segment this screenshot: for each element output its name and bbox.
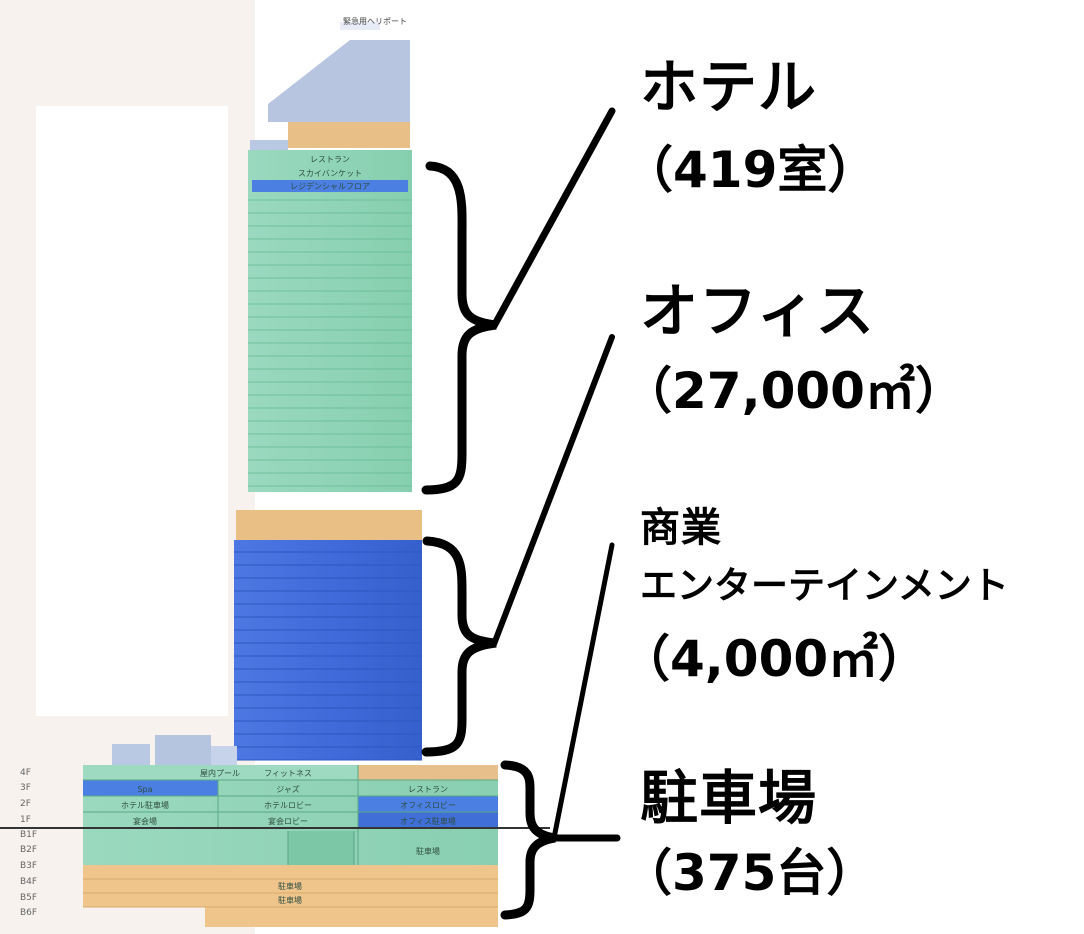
- parking-bracket-group: [500, 542, 621, 920]
- left-upper-white-panel: [36, 106, 228, 716]
- commercial-title-line2: エンターテインメント: [640, 564, 1009, 607]
- hotel-value: （419室）: [623, 141, 878, 199]
- floor-label: 1F: [20, 815, 31, 825]
- commercial-value: （4,000㎡）: [620, 630, 929, 688]
- podium-banquet-label: 宴会場: [133, 816, 157, 826]
- office-title: オフィス: [640, 277, 875, 345]
- hotel-residential-floor-label: レジデンシャルフロア: [290, 181, 370, 191]
- parking-level-label-1: 駐車場: [278, 881, 302, 891]
- podium-jazz-label: ジャズ: [276, 784, 300, 794]
- office-value: （27,000㎡）: [622, 362, 965, 420]
- podium-banquet-lobby-label: 宴会ロビー: [268, 816, 308, 826]
- parking-level-label-2: 駐車場: [278, 895, 302, 905]
- floor-label: B6F: [20, 908, 37, 918]
- hotel-tower: レストラン スカイバンケット レジデンシャルフロア: [248, 150, 412, 492]
- floor-label: B5F: [20, 893, 37, 903]
- office-bracket-group: [421, 334, 615, 757]
- floor-label: 3F: [20, 783, 31, 793]
- hotel-office-transfer-floor: [236, 510, 422, 540]
- hotel-floor-lines: [248, 199, 412, 487]
- podium-fitness-label: フィットネス: [264, 769, 312, 778]
- helipad-crown: 緊急用ヘリポート: [250, 16, 410, 150]
- hotel-title: ホテル: [640, 53, 818, 121]
- podium-hotel-parking-label: ホテル駐車場: [121, 800, 169, 810]
- podium-pool-label: 屋内プール: [200, 768, 240, 778]
- floor-label: 2F: [20, 799, 31, 809]
- hotel-brace: [421, 161, 497, 495]
- office-tower: [234, 540, 422, 761]
- underground-parking: 駐車場 駐車場: [83, 865, 498, 927]
- floor-label: B2F: [20, 845, 37, 855]
- office-pointer-line: [491, 334, 615, 647]
- podium-restaurant-right-label: レストラン: [408, 785, 448, 794]
- commercial-pointer-line: [551, 542, 615, 841]
- floor-labels: 4F 3F 2F 1F B1F B2F B3F B4F B5F B6F: [20, 768, 37, 918]
- parking-title: 駐車場: [640, 764, 818, 832]
- hotel-pointer-line: [490, 107, 616, 330]
- hotel-sky-banquet-label: スカイバンケット: [298, 169, 362, 178]
- office-brace: [421, 536, 497, 757]
- floor-label: B1F: [20, 830, 37, 840]
- podium-parking-label: 駐車場: [416, 846, 440, 856]
- hotel-restaurant-label: レストラン: [310, 155, 350, 164]
- podium-office-parking-label: オフィス駐車場: [400, 816, 456, 826]
- podium-office-lobby-label: オフィスロビー: [400, 801, 456, 810]
- floor-label: B4F: [20, 877, 37, 887]
- podium-hotel-lobby-label: ホテルロビー: [264, 801, 312, 810]
- floor-label: B3F: [20, 861, 37, 871]
- podium-spa-label: Spa: [137, 785, 152, 794]
- helipad-label: 緊急用ヘリポート: [343, 16, 407, 26]
- parking-brace: [500, 760, 556, 920]
- office-floor-lines: [234, 551, 422, 761]
- annex-blocks: [112, 735, 237, 765]
- podium-block: 屋内プール フィットネス Spa ホテル駐車場 宴会場 ジャズ ホテルロビー 宴…: [83, 765, 498, 865]
- parking-value: （375台）: [622, 844, 877, 902]
- floor-label: 4F: [20, 768, 31, 778]
- hotel-bracket-group: [421, 107, 616, 495]
- commercial-title-line1: 商業: [640, 505, 722, 551]
